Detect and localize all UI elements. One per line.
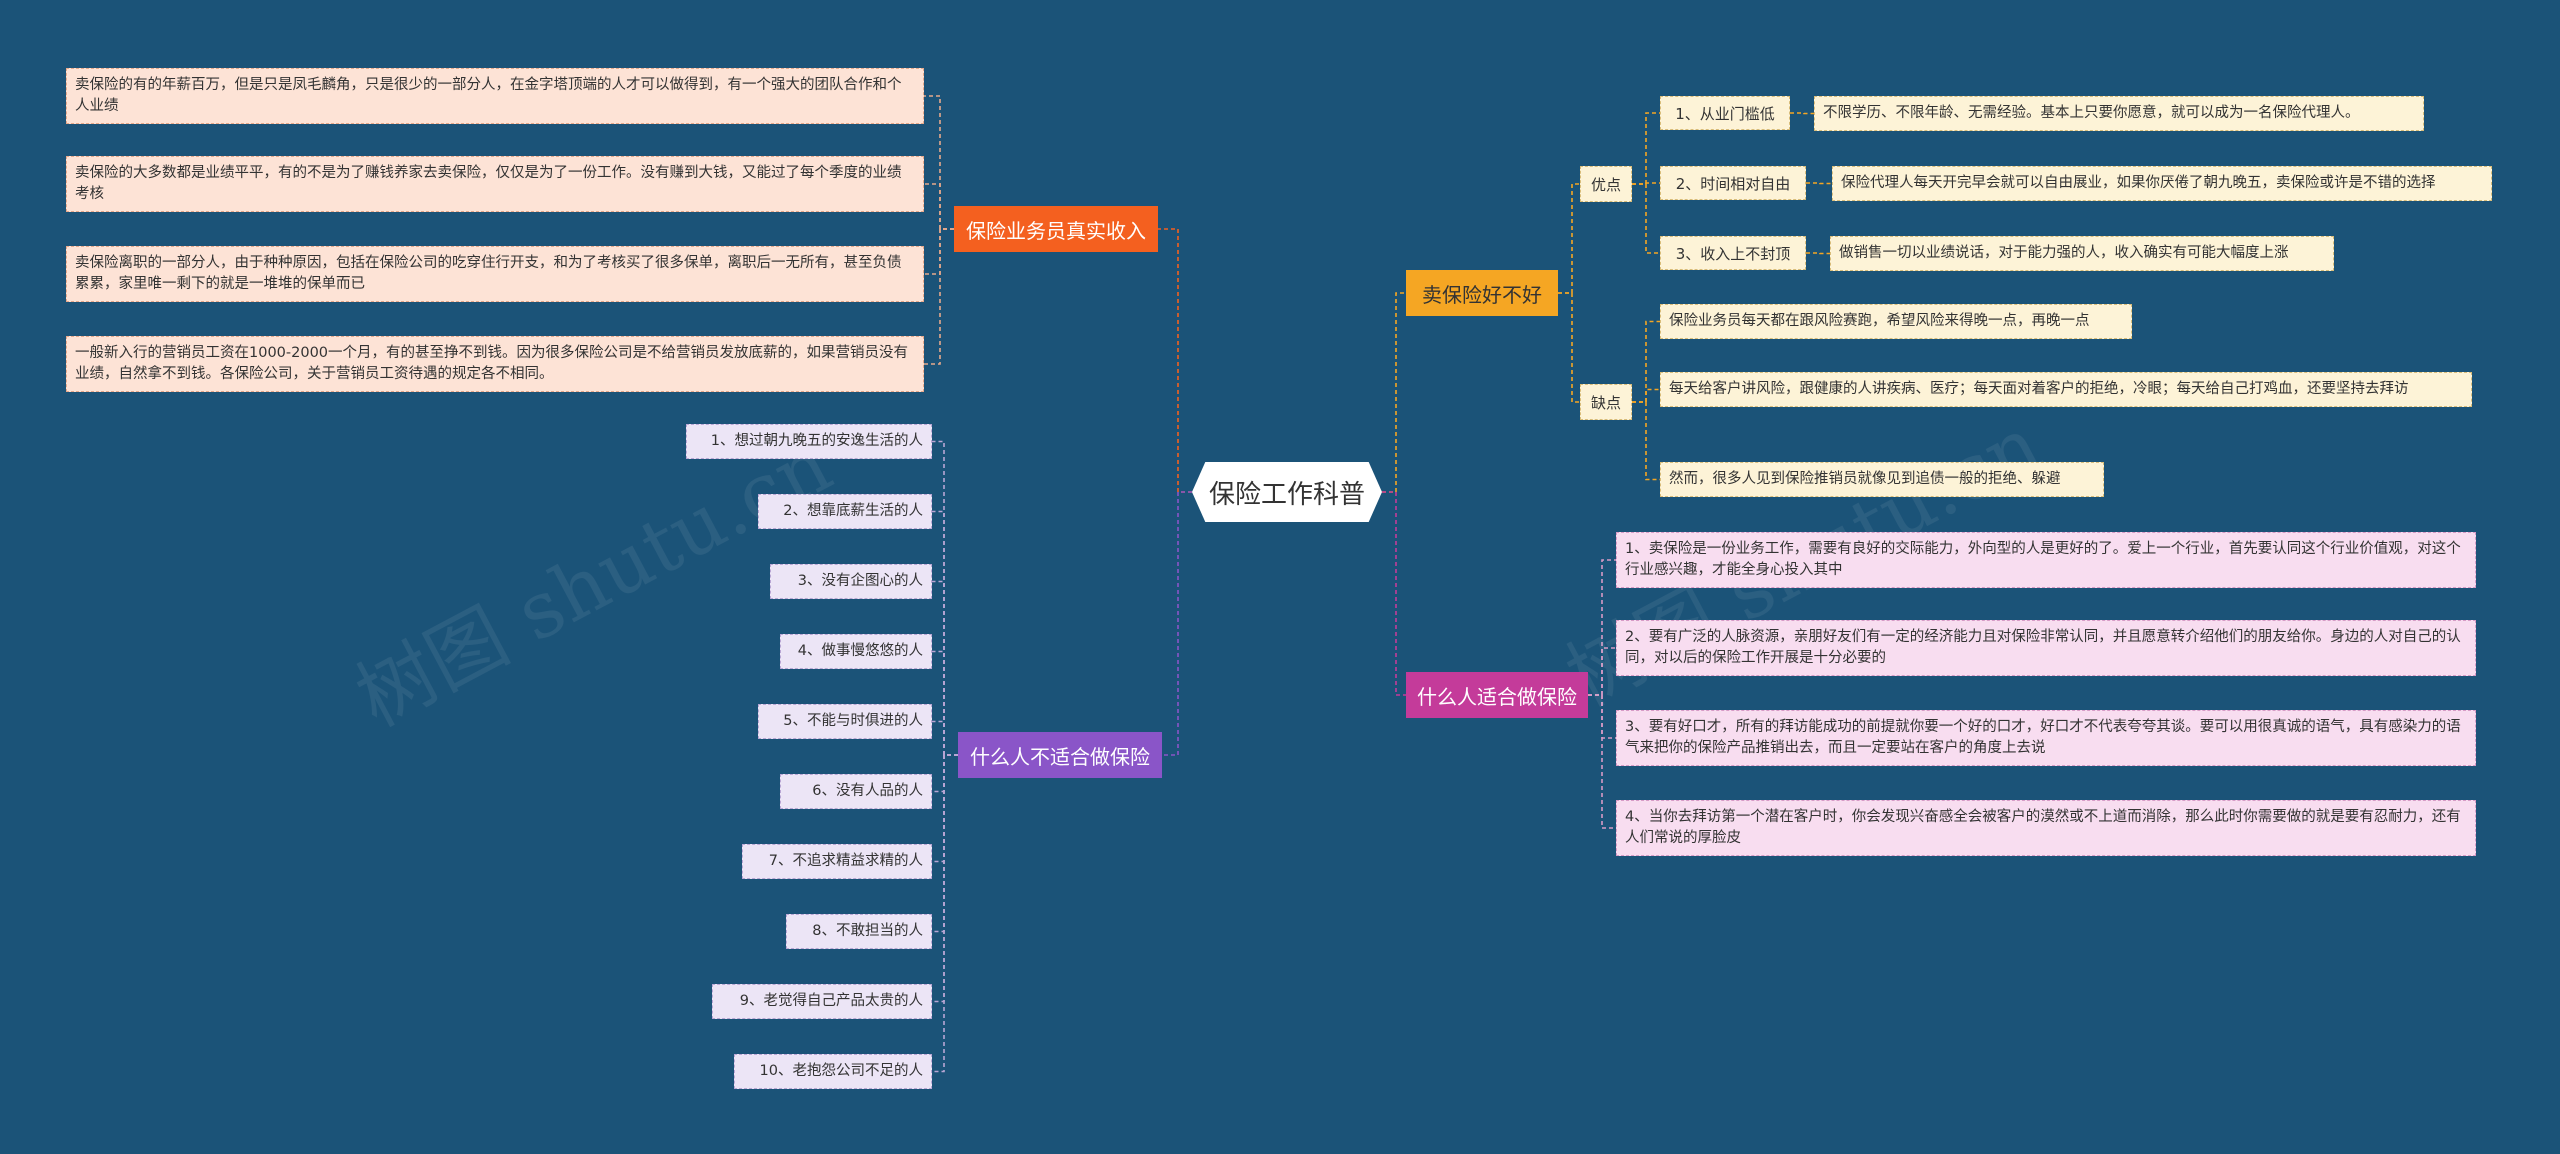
connector-line	[924, 95, 954, 230]
pros-label[interactable]: 优点	[1580, 166, 1632, 202]
suitable-2[interactable]: 2、要有广泛的人脉资源，亲朋好友们有一定的经济能力且对保险非常认同，并且愿意转介…	[1616, 620, 2476, 676]
central-topic[interactable]: 保险工作科普	[1192, 462, 1382, 522]
not-suitable-1[interactable]: 1、想过朝九晚五的安逸生活的人	[686, 424, 932, 459]
not-suitable-6[interactable]: 6、没有人品的人	[780, 774, 932, 809]
connector-line	[1632, 183, 1660, 254]
pro-detail-2[interactable]: 保险代理人每天开完早会就可以自由展业，如果你厌倦了朝九晚五，卖保险或许是不错的选…	[1832, 166, 2492, 201]
connector-line	[932, 754, 958, 933]
connector-line	[1806, 182, 1832, 185]
not-suitable-4[interactable]: 4、做事慢悠悠的人	[780, 634, 932, 669]
connector-line	[1790, 112, 1814, 115]
cons-label[interactable]: 缺点	[1580, 384, 1632, 420]
connector-line	[932, 754, 958, 863]
income-leaf-4[interactable]: 一般新入行的营销员工资在1000-2000一个月，有的甚至挣不到钱。因为很多保险…	[66, 336, 924, 392]
con-3[interactable]: 然而，很多人见到保险推销员就像见到追债一般的拒绝、躲避	[1660, 462, 2104, 497]
branch-is-selling-good[interactable]: 卖保险好不好	[1406, 270, 1558, 316]
income-leaf-2[interactable]: 卖保险的大多数都是业绩平平，有的不是为了赚钱养家去卖保险，仅仅是为了一份工作。没…	[66, 156, 924, 212]
not-suitable-7[interactable]: 7、不追求精益求精的人	[742, 844, 932, 879]
pro-label-2[interactable]: 2、时间相对自由	[1660, 166, 1806, 200]
connector-line	[1382, 491, 1406, 696]
pro-detail-3[interactable]: 做销售一切以业绩说话，对于能力强的人，收入确实有可能大幅度上涨	[1830, 236, 2334, 271]
connector-line	[924, 183, 954, 230]
connector-line	[932, 510, 958, 756]
connector-line	[924, 228, 954, 365]
not-suitable-10[interactable]: 10、老抱怨公司不足的人	[734, 1054, 932, 1089]
connector-line	[932, 720, 958, 756]
connector-line	[1162, 491, 1192, 756]
con-1[interactable]: 保险业务员每天都在跟风险赛跑，希望风险来得晚一点，再晚一点	[1660, 304, 2132, 339]
connector-line	[1632, 112, 1660, 185]
suitable-4[interactable]: 4、当你去拜访第一个潜在客户时，你会发现兴奋感全会被客户的漠然或不上道而消除，那…	[1616, 800, 2476, 856]
not-suitable-8[interactable]: 8、不敢担当的人	[786, 914, 932, 949]
connector-line	[1806, 252, 1830, 255]
pro-label-1[interactable]: 1、从业门槛低	[1660, 96, 1790, 130]
connector-line	[932, 754, 958, 1073]
not-suitable-2[interactable]: 2、想靠底薪生活的人	[758, 494, 932, 529]
connector-line	[1158, 228, 1192, 493]
pro-detail-1[interactable]: 不限学历、不限年龄、无需经验。基本上只要你愿意，就可以成为一名保险代理人。	[1814, 96, 2424, 131]
income-leaf-1[interactable]: 卖保险的有的年薪百万，但是只是凤毛麟角，只是很少的一部分人，在金字塔顶端的人才可…	[66, 68, 924, 124]
connector-line	[1558, 183, 1580, 294]
connector-line	[1588, 694, 1616, 829]
connector-line	[1558, 292, 1580, 403]
branch-not-suitable[interactable]: 什么人不适合做保险	[958, 732, 1162, 778]
connector-line	[1632, 401, 1660, 481]
connector-line	[932, 650, 958, 756]
connector-line	[932, 440, 958, 756]
con-2[interactable]: 每天给客户讲风险，跟健康的人讲疾病、医疗；每天面对着客户的拒绝，冷眼；每天给自己…	[1660, 372, 2472, 407]
not-suitable-5[interactable]: 5、不能与时俱进的人	[758, 704, 932, 739]
connector-line	[1632, 388, 1660, 403]
connector-line	[932, 754, 958, 793]
suitable-3[interactable]: 3、要有好口才，所有的拜访能成功的前提就你要一个好的口才，好口才不代表夸夸其谈。…	[1616, 710, 2476, 766]
not-suitable-3[interactable]: 3、没有企图心的人	[770, 564, 932, 599]
connector-line	[932, 580, 958, 756]
connector-line	[1632, 182, 1660, 185]
suitable-1[interactable]: 1、卖保险是一份业务工作，需要有良好的交际能力，外向型的人是更好的了。爱上一个行…	[1616, 532, 2476, 588]
income-leaf-3[interactable]: 卖保险离职的一部分人，由于种种原因，包括在保险公司的吃穿住行开支，和为了考核买了…	[66, 246, 924, 302]
connector-line	[1382, 292, 1406, 493]
connector-line	[1588, 647, 1616, 696]
connector-line	[924, 228, 954, 275]
branch-suitable[interactable]: 什么人适合做保险	[1406, 672, 1588, 718]
branch-real-income[interactable]: 保险业务员真实收入	[954, 206, 1158, 252]
pro-label-3[interactable]: 3、收入上不封顶	[1660, 236, 1806, 270]
not-suitable-9[interactable]: 9、老觉得自己产品太贵的人	[712, 984, 932, 1019]
connector-line	[1588, 559, 1616, 696]
